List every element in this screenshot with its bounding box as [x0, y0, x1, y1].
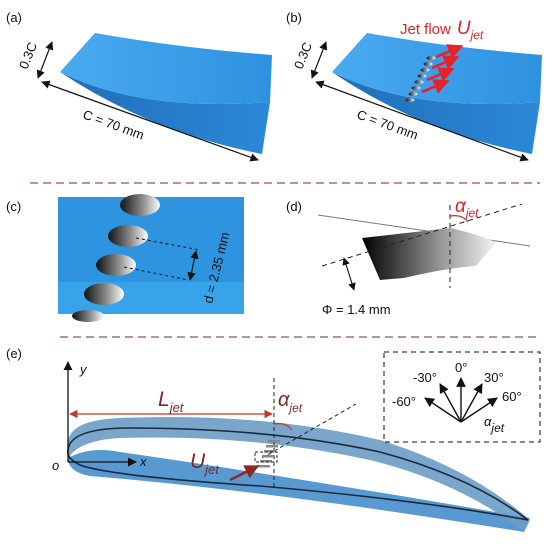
jet-arrow — [435, 44, 464, 59]
airfoil-lower-surface — [68, 450, 530, 532]
angle-arrow — [460, 383, 483, 423]
diameter-label: Φ = 1.4 mm — [322, 302, 391, 317]
jet-hole — [268, 440, 280, 443]
jet-hole-array — [254, 440, 280, 468]
inset-frame — [383, 351, 541, 443]
jet-velocity-label: Ujet — [190, 450, 220, 477]
angle-arrow — [439, 383, 462, 423]
chord-arrow — [41, 80, 259, 162]
jet-bore — [362, 228, 496, 280]
panel-c: (c) d = 2.35 mm — [6, 194, 244, 322]
jet-velocity-arrow — [229, 464, 260, 482]
panel-b-label: (b) — [286, 10, 302, 25]
spacing-guide — [135, 237, 201, 251]
spacing-arrow — [187, 250, 199, 281]
jet-hole — [108, 225, 148, 247]
jet-hole — [417, 74, 427, 78]
jet-angle-inset: -60° -30° 0° 30° 60° αjet — [383, 351, 541, 443]
angle-arrow — [460, 397, 498, 423]
panel-d: (d) αjet Φ = 1.4 mm — [286, 196, 531, 317]
jet-location-label: Ljet — [158, 388, 185, 415]
panel-d-label: (d) — [286, 199, 302, 214]
jet-hole-box — [254, 451, 278, 463]
jet-hole — [72, 310, 104, 322]
jet-hole-closeups — [72, 194, 160, 322]
thickness-arrow — [310, 41, 328, 79]
jet-axis — [321, 203, 523, 267]
jet-hole — [262, 455, 274, 458]
angle-label-neg60: -60° — [392, 394, 416, 409]
jet-hole — [423, 62, 433, 66]
angle-label: αjet — [455, 196, 479, 220]
surface-line — [317, 214, 531, 247]
jet-arrow — [426, 67, 455, 82]
thickness-label: 0.3C — [16, 40, 40, 71]
jet-hole — [260, 460, 272, 463]
angle-arc — [449, 214, 469, 223]
jet-arrow — [431, 55, 460, 70]
x-axis-label: x — [139, 454, 147, 469]
jet-hole — [405, 98, 415, 102]
angle-label-30: 30° — [484, 370, 504, 385]
panel-e-label: (e) — [6, 346, 22, 361]
angle-label-60: 60° — [502, 389, 522, 404]
jet-hole — [414, 80, 424, 84]
inset-angle-symbol: αjet — [484, 414, 505, 435]
panel-c-label: (c) — [6, 199, 21, 214]
panel-e: (e) y x o Ljet αjet Ujet — [6, 346, 541, 532]
y-axis-label: y — [79, 362, 88, 377]
jet-hole — [266, 445, 278, 448]
jet-hole — [120, 194, 160, 216]
inset-arrows — [424, 377, 498, 423]
origin-label: o — [52, 458, 59, 473]
airfoil-top-surface — [332, 33, 542, 104]
angle-arrow — [424, 397, 462, 423]
angle-arc — [273, 423, 293, 431]
jet-hole — [408, 92, 418, 96]
jet-hole — [84, 283, 124, 305]
diameter-arrow — [342, 257, 356, 291]
thickness-label: 0.3C — [291, 40, 315, 71]
panel-a: (a) 0.3C C = 70 mm — [6, 10, 272, 162]
jet-hole — [420, 68, 430, 72]
angle-label: αjet — [278, 389, 303, 415]
jet-hole — [258, 465, 270, 468]
airfoil-profile — [66, 427, 529, 521]
thickness-arrow — [36, 41, 54, 79]
airfoil-top-surface — [60, 33, 272, 104]
spacing-guide — [123, 266, 189, 281]
jet-hole — [96, 254, 136, 276]
chord-arrow — [315, 80, 529, 162]
panel-a-label: (a) — [6, 10, 22, 25]
jet-hole — [411, 86, 421, 90]
angle-label-0: 0° — [455, 360, 467, 375]
jet-hole — [264, 450, 276, 453]
jet-hole — [426, 56, 436, 60]
angle-label-neg30: -30° — [413, 370, 437, 385]
